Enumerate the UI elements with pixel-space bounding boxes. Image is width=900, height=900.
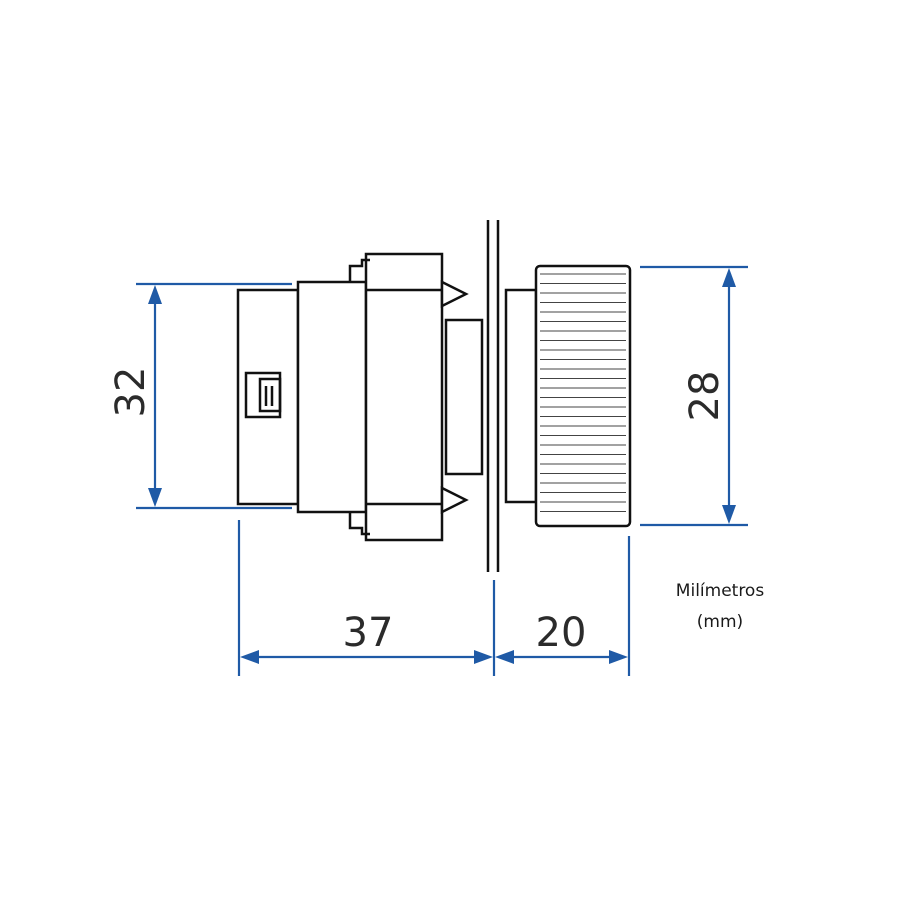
units-note: Milímetros (mm) — [676, 581, 765, 632]
knob-ribs — [540, 273, 626, 512]
dimension-label-37: 37 — [343, 610, 394, 656]
front-collar — [444, 318, 484, 476]
arrow-down — [722, 505, 736, 524]
clip-arrow-bottom — [440, 485, 469, 515]
arrow-up — [722, 268, 736, 287]
clip-arrow-top — [440, 279, 469, 309]
dimension-label-28: 28 — [682, 371, 728, 422]
arrow-up — [148, 285, 162, 304]
mounting-frame — [364, 252, 444, 542]
terminal-slot — [264, 386, 274, 406]
panel — [486, 220, 500, 572]
dimension-length: 37 20 — [237, 520, 631, 676]
arrow-left — [495, 650, 514, 664]
knob-base — [504, 288, 538, 504]
dimension-height-left: 32 — [108, 282, 292, 510]
latch-top — [348, 258, 370, 282]
units-label: Milímetros — [676, 581, 765, 601]
latch-bottom — [348, 512, 370, 536]
dimension-height-right: 28 — [640, 265, 748, 527]
knob — [504, 264, 632, 528]
terminal-clip-inner — [258, 377, 282, 413]
switch-body — [236, 252, 484, 542]
middle-housing — [296, 280, 368, 514]
arrow-right — [474, 650, 493, 664]
knob-grip — [534, 264, 632, 528]
dimension-label-20: 20 — [536, 610, 587, 656]
arrow-down — [148, 488, 162, 507]
units-abbreviation: (mm) — [697, 612, 743, 632]
contact-block — [236, 288, 300, 506]
dimension-label-32: 32 — [108, 367, 154, 418]
arrow-left — [240, 650, 259, 664]
arrow-right — [609, 650, 628, 664]
